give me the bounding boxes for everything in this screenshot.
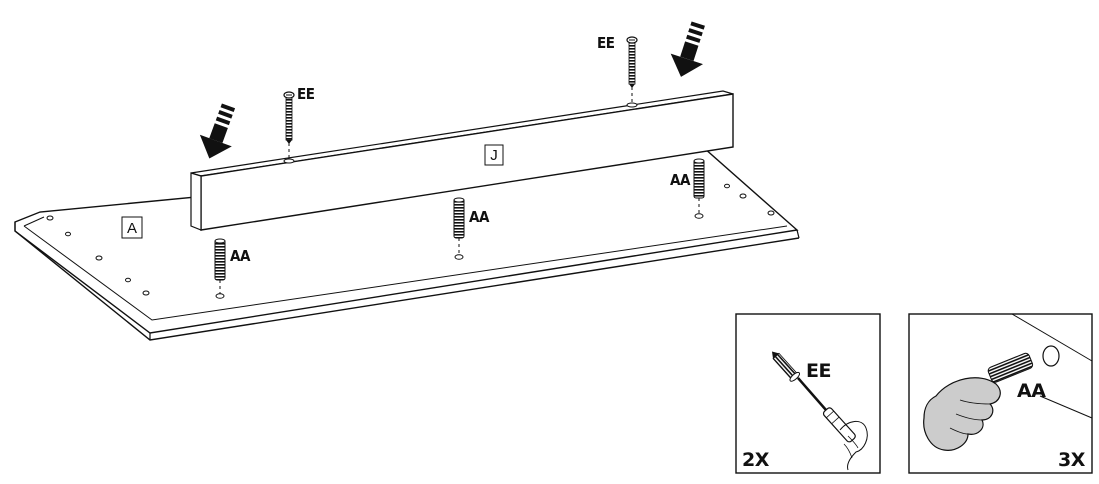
dowel-2 [453, 197, 465, 239]
down-arrow-right-icon [670, 21, 705, 77]
screw-1 [283, 91, 295, 144]
panel-a: A [14, 147, 800, 341]
dowel-label-2: AA [469, 208, 490, 226]
down-arrow-left-icon [199, 103, 236, 159]
screws: EE EE [283, 34, 638, 158]
panel-label-box [121, 216, 143, 239]
dowel-1 [214, 238, 226, 281]
dowel-3 [693, 158, 705, 199]
panel-label: A [127, 220, 137, 237]
dowel-label-1: AA [230, 247, 251, 265]
detail-dowel-quantity: 3X [1058, 449, 1086, 471]
detail-dowel-label: AA [1017, 380, 1046, 402]
rail-j: J [190, 90, 734, 231]
detail-screw-quantity: 2X [742, 449, 770, 471]
screw-label-2: EE [597, 34, 615, 52]
dowel-label-3: AA [670, 171, 691, 189]
detail-dowel-panel: AA 3X [908, 313, 1093, 474]
screw-2 [626, 36, 638, 88]
detail-screw-panel: EE 2X [735, 313, 881, 474]
panel-holes [46, 183, 775, 299]
rail-label-box [484, 144, 504, 166]
screw-label-1: EE [297, 85, 315, 103]
detail-screw-label: EE [806, 360, 831, 382]
rail-label: J [490, 147, 498, 164]
dowels: AA AA AA [214, 158, 705, 294]
